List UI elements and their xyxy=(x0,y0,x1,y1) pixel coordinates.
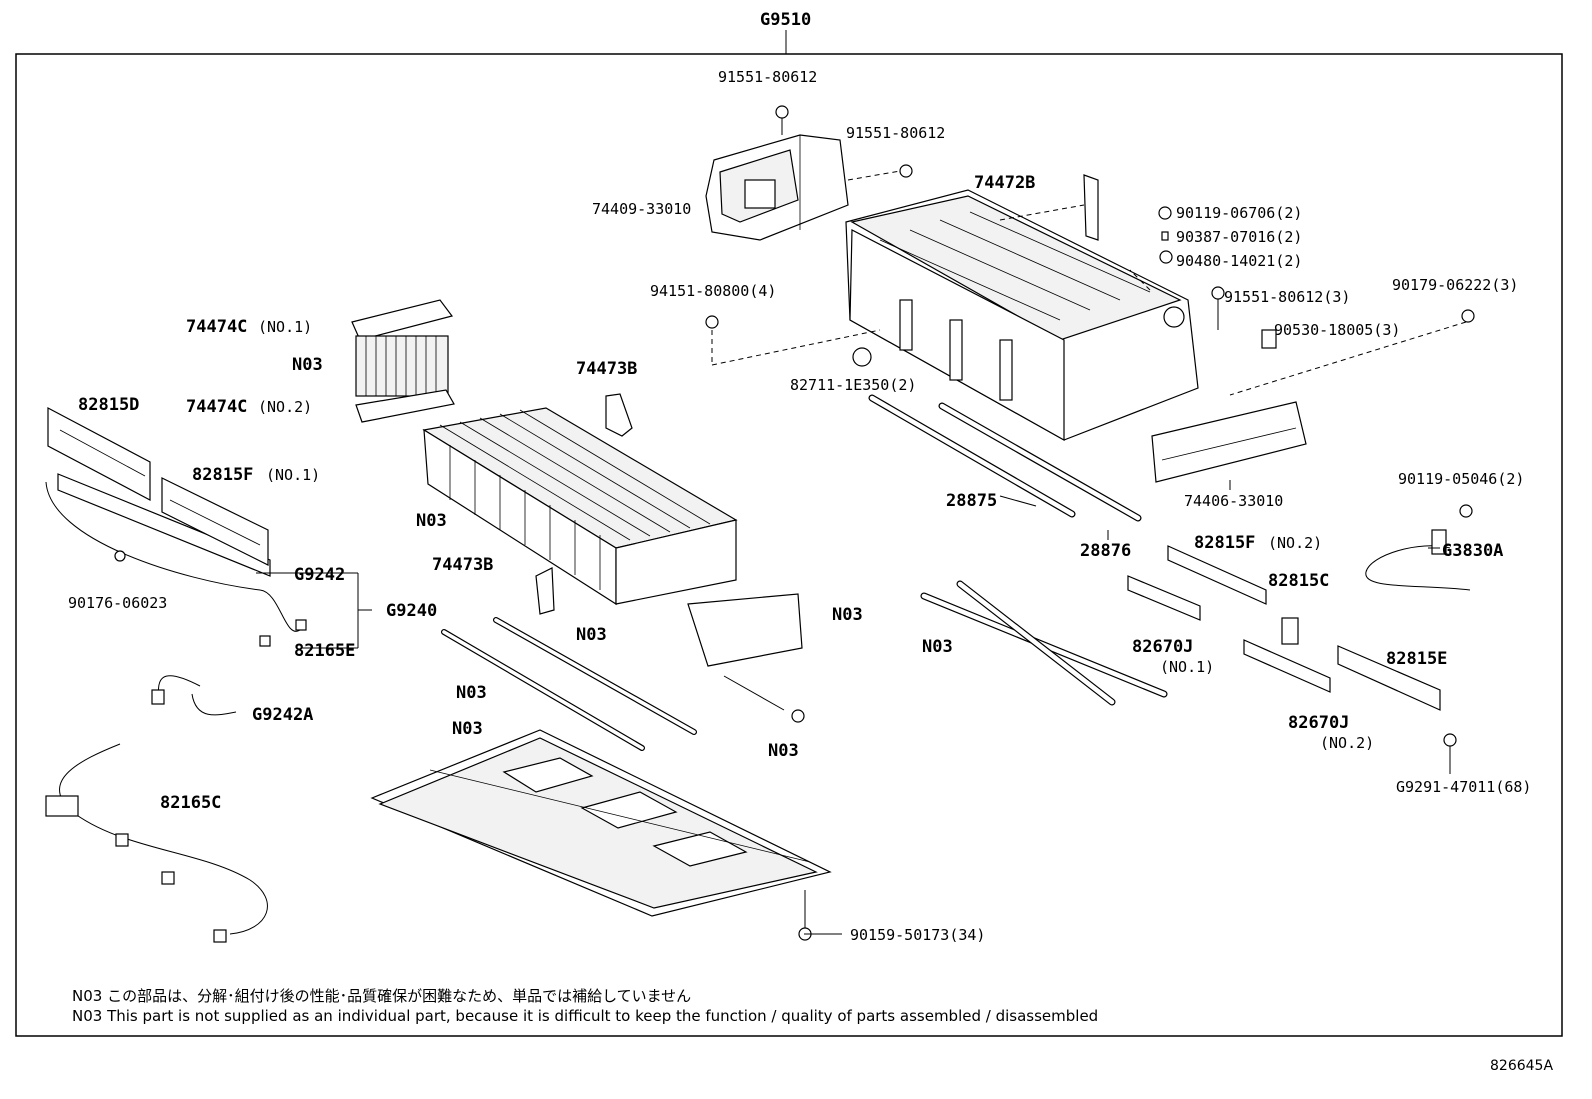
bracket-74406-drawing xyxy=(1151,401,1307,483)
leader-lines xyxy=(256,480,1451,935)
label-90119-06706: 90119-06706(2) xyxy=(1176,204,1302,222)
label-82815C: 82815C xyxy=(1268,571,1329,591)
battery-module-drawing xyxy=(422,407,738,606)
bottom-tray-drawing xyxy=(370,729,832,941)
label-n03-b: N03 xyxy=(416,511,447,531)
label-82165E: 82165E xyxy=(294,641,355,661)
assembly-code: G9510 xyxy=(760,10,811,30)
upper-bracket-drawing xyxy=(705,105,913,241)
label-74409-33010: 74409-33010 xyxy=(592,200,691,218)
label-G9242: G9242 xyxy=(294,565,345,585)
label-82670J-no2: 82670J xyxy=(1288,713,1349,733)
module-bracket-group-drawing xyxy=(351,299,455,423)
label-82815F-no2-sub: (NO.2) xyxy=(1268,534,1322,552)
label-82815E: 82815E xyxy=(1386,649,1447,669)
label-74406-33010: 74406-33010 xyxy=(1184,492,1283,510)
battery-case-drawing xyxy=(845,174,1199,442)
label-n03-e: N03 xyxy=(922,637,953,657)
label-74474C-no1: 74474C xyxy=(186,317,247,337)
label-n03-c: N03 xyxy=(832,605,863,625)
label-90176-06023: 90176-06023 xyxy=(68,594,167,612)
label-90387-07016: 90387-07016(2) xyxy=(1176,228,1302,246)
label-G9240: G9240 xyxy=(386,601,437,621)
label-74474C-no1-sub: (NO.1) xyxy=(258,318,312,336)
label-90480-14021: 90480-14021(2) xyxy=(1176,252,1302,270)
label-74474C-no2-sub: (NO.2) xyxy=(258,398,312,416)
label-n03-h: N03 xyxy=(452,719,483,739)
diagram-frame xyxy=(15,53,1563,1037)
fasteners-upper-right xyxy=(705,206,1475,396)
label-90159-50173: 90159-50173(34) xyxy=(850,926,985,944)
n03-pieces-drawing xyxy=(441,580,1168,751)
label-82815D: 82815D xyxy=(78,395,139,415)
label-91551-80612-top: 91551-80612 xyxy=(718,68,817,86)
label-91551-80612-mid: 91551-80612 xyxy=(846,124,945,142)
label-G9291-47011: G9291-47011(68) xyxy=(1396,778,1531,796)
label-82815F-no1: 82815F xyxy=(192,465,253,485)
label-74473B-a: 74473B xyxy=(576,359,637,379)
label-n03-g: N03 xyxy=(768,741,799,761)
label-82815F-no1-sub: (NO.1) xyxy=(266,466,320,484)
right-plates-drawing xyxy=(1127,545,1457,747)
label-74472B: 74472B xyxy=(974,173,1035,193)
left-plates-drawing xyxy=(45,407,307,647)
label-74474C-no2: 74474C xyxy=(186,397,247,417)
label-82670J-no1-sub: (NO.1) xyxy=(1160,658,1214,676)
label-90119-05046: 90119-05046(2) xyxy=(1398,470,1524,488)
label-82670J-no2-sub: (NO.2) xyxy=(1320,734,1374,752)
drawing-number: 826645A xyxy=(1490,1058,1554,1074)
label-94151-80800: 94151-80800(4) xyxy=(650,282,776,300)
label-91551-80612-3: 91551-80612(3) xyxy=(1224,288,1350,306)
label-82165C: 82165C xyxy=(160,793,221,813)
label-n03-a: N03 xyxy=(292,355,323,375)
label-90179-06222: 90179-06222(3) xyxy=(1392,276,1518,294)
label-82711-1E350: 82711-1E350(2) xyxy=(790,376,916,394)
note-english: N03 This part is not supplied as an indi… xyxy=(72,1007,1099,1025)
label-28876: 28876 xyxy=(1080,541,1131,561)
label-n03-f: N03 xyxy=(456,683,487,703)
label-82670J-no1: 82670J xyxy=(1132,637,1193,657)
label-82815F-no2: 82815F xyxy=(1194,533,1255,553)
label-G3830A: G3830A xyxy=(1442,541,1503,561)
label-G9242A: G9242A xyxy=(252,705,313,725)
label-90530-18005: 90530-18005(3) xyxy=(1274,321,1400,339)
label-n03-d: N03 xyxy=(576,625,607,645)
label-74473B-b: 74473B xyxy=(432,555,493,575)
note-japanese: N03 この部品は、分解･組付け後の性能･品質確保が困難なため、単品では補給して… xyxy=(72,987,692,1005)
harness-drawing xyxy=(45,675,268,943)
label-28875: 28875 xyxy=(946,491,997,511)
rods-drawing xyxy=(868,394,1142,522)
